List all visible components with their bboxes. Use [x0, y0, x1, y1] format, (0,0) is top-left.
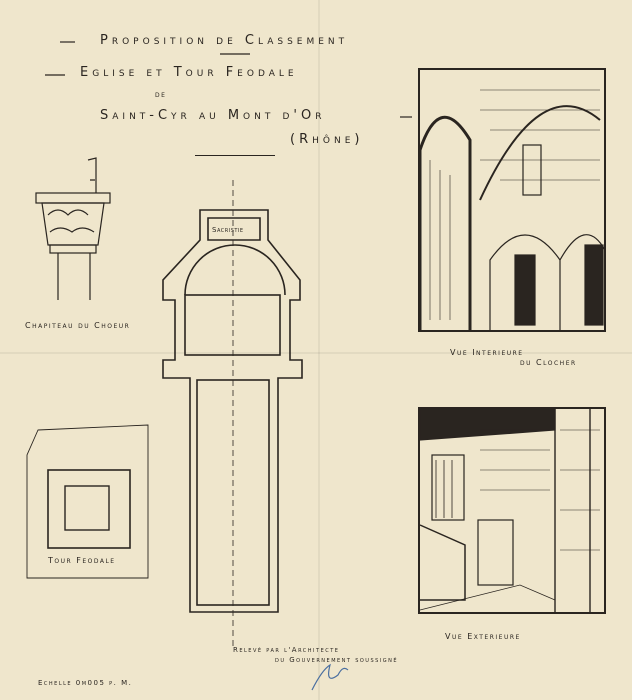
label-exterior-view: Vue Exterieure — [445, 632, 521, 641]
surveyed-by-line2: du Gouvernement soussigné — [275, 656, 399, 664]
signature-mark — [311, 663, 349, 691]
title-region: (Rhône) — [290, 132, 364, 147]
exterior-view-drawing — [418, 407, 606, 614]
label-sacristy: Sacristie — [212, 226, 244, 234]
title-location: Saint-Cyr au Mont d'Or — [100, 108, 326, 123]
label-capital: Chapiteau du Choeur — [25, 321, 131, 330]
scale-note: Echelle 0m005 p. M. — [38, 679, 133, 687]
label-tower: Tour Feodale — [48, 556, 116, 565]
surveyed-by-line1: Relevé par l'Architecte — [233, 646, 340, 654]
capital-drawing — [35, 157, 111, 300]
title-rule — [195, 155, 275, 156]
title-church: Eglise et Tour Feodale — [80, 65, 298, 80]
paper-fold-horizontal — [0, 352, 632, 354]
church-plan — [162, 209, 303, 613]
title-de: de — [155, 90, 167, 99]
tower-plan — [26, 424, 149, 579]
title-proposition: Proposition de Classement — [100, 33, 349, 48]
label-interior-view-sub: du Clocher — [520, 358, 577, 367]
paper-fold-vertical — [318, 0, 320, 700]
interior-view-drawing — [418, 68, 606, 332]
label-interior-view: Vue Interieure — [450, 348, 524, 357]
